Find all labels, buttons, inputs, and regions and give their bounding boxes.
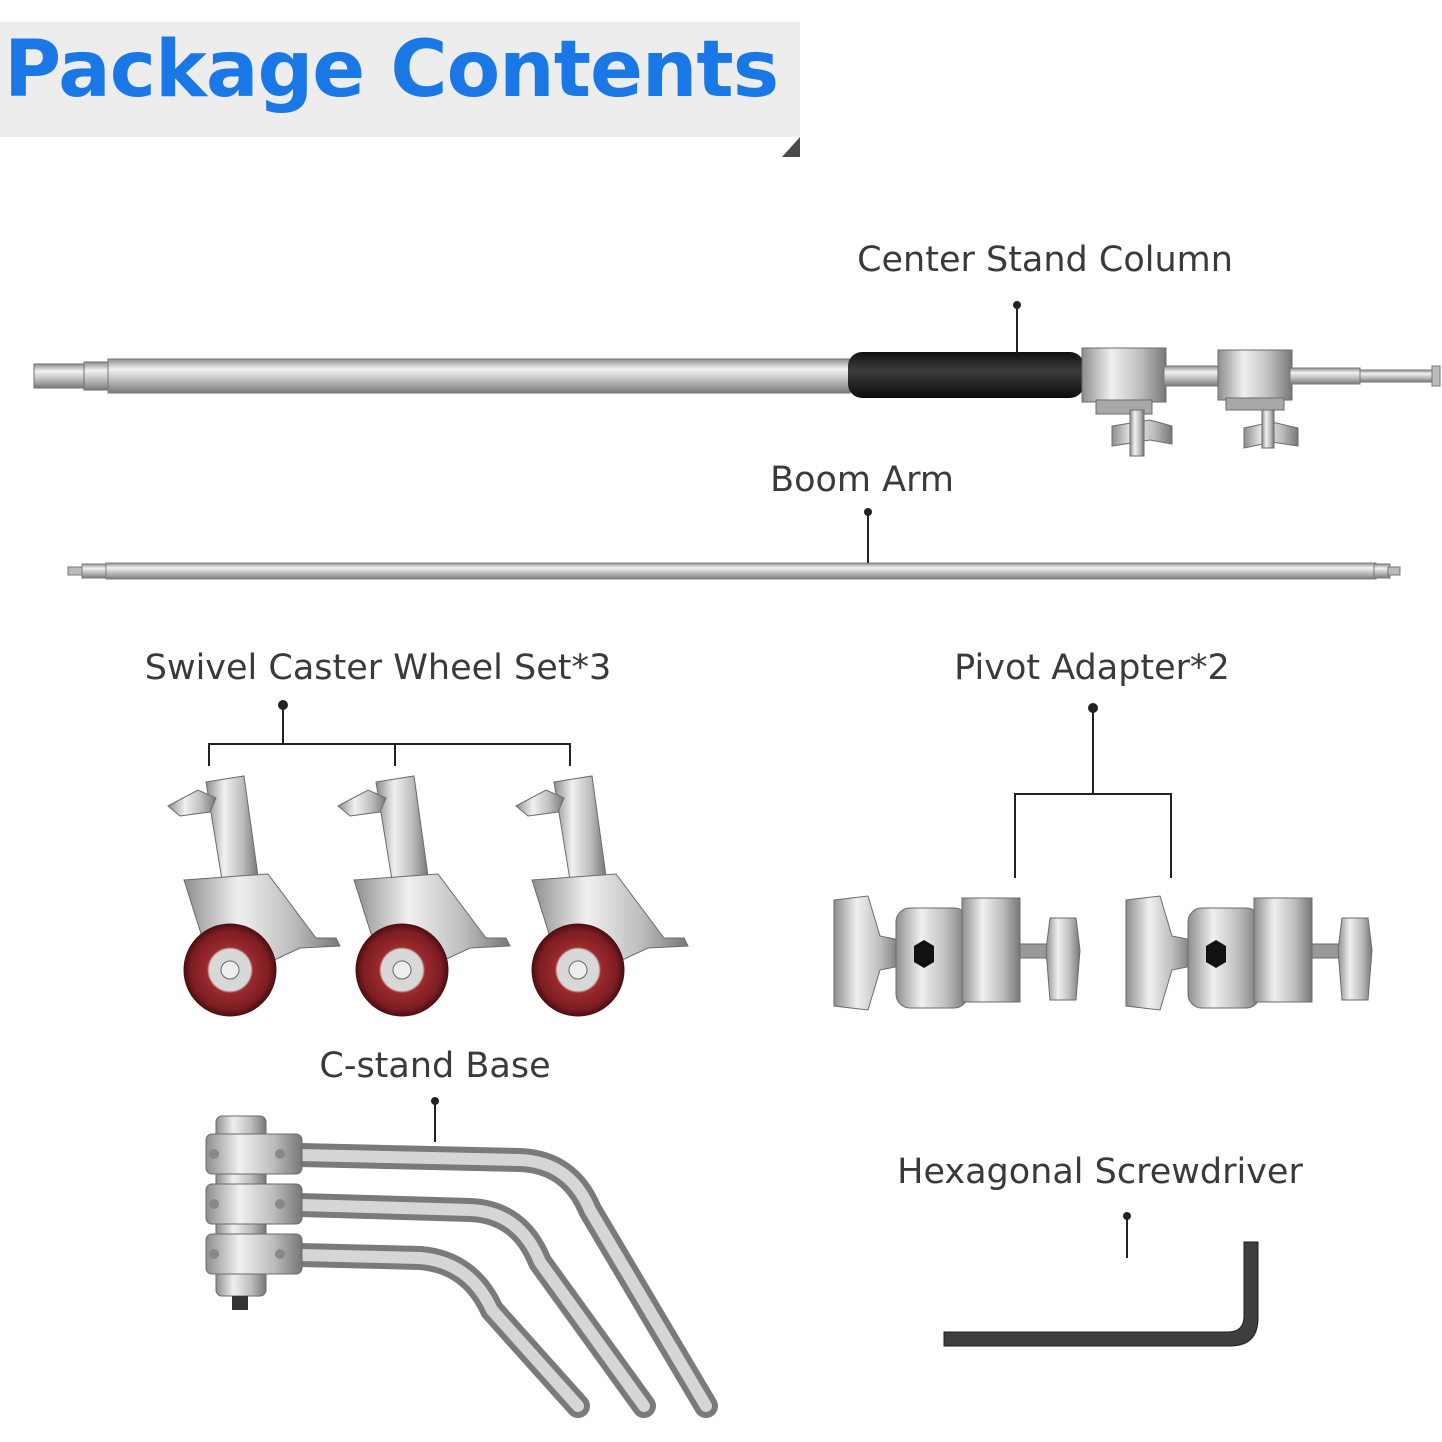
leader-center-stand-column bbox=[1013, 301, 1021, 353]
label-swivel-caster-wheel-set: Swivel Caster Wheel Set*3 bbox=[144, 648, 612, 688]
leader-swivel-caster-wheel-set bbox=[208, 700, 571, 766]
label-center-stand-column: Center Stand Column bbox=[857, 240, 1233, 280]
label-hexagonal-screwdriver: Hexagonal Screwdriver bbox=[897, 1152, 1303, 1192]
page-title: Package Contents bbox=[4, 25, 779, 115]
label-boom-arm: Boom Arm bbox=[770, 460, 954, 500]
c-stand-base bbox=[205, 1115, 718, 1418]
caster-wheel-2 bbox=[337, 775, 511, 1017]
banner-fold bbox=[782, 137, 800, 157]
label-pivot-adapter: Pivot Adapter*2 bbox=[954, 648, 1230, 688]
center-stand-column bbox=[33, 347, 1441, 457]
hexagonal-screwdriver bbox=[943, 1241, 1259, 1347]
leader-c-stand-base bbox=[431, 1097, 439, 1142]
pivot-adapter-1 bbox=[833, 895, 1081, 1011]
caster-wheel-1 bbox=[167, 775, 341, 1017]
pivot-adapter-2 bbox=[1125, 895, 1373, 1011]
caster-wheel-3 bbox=[515, 775, 689, 1017]
boom-arm bbox=[67, 562, 1401, 580]
leader-pivot-adapter bbox=[1014, 703, 1172, 878]
leader-boom-arm bbox=[864, 508, 872, 563]
leader-hexagonal-screwdriver bbox=[1123, 1212, 1131, 1258]
label-c-stand-base: C-stand Base bbox=[319, 1046, 551, 1086]
title-banner bbox=[0, 22, 800, 137]
